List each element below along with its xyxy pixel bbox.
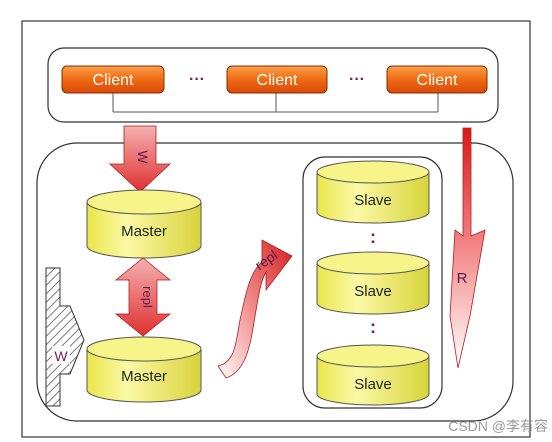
write-label: W: [54, 348, 68, 364]
slave-ellipsis: :: [370, 227, 376, 247]
client-label: Client: [257, 72, 298, 89]
write-arrow-down: W: [108, 125, 172, 193]
client-node-1: Client: [61, 65, 165, 94]
client-connector-lines: [112, 93, 439, 113]
slave-db-3: Slave: [316, 344, 430, 406]
master-label: Master: [121, 368, 167, 385]
slave-label: Slave: [354, 283, 392, 300]
write-label: W: [135, 150, 151, 164]
replication-curved-arrow: repl: [217, 239, 293, 379]
slave-db-1: Slave: [316, 160, 430, 224]
client-ellipsis: ···: [189, 71, 205, 88]
client-label: Client: [93, 72, 134, 89]
read-label: R: [457, 270, 468, 287]
slave-ellipsis: :: [370, 317, 376, 337]
master-db-primary: Master: [86, 189, 202, 259]
slave-label: Slave: [354, 376, 392, 393]
master-db-secondary: Master: [86, 336, 202, 403]
client-label: Client: [417, 72, 458, 89]
master-label: Master: [121, 223, 167, 240]
write-arrow-right: W: [45, 267, 85, 407]
client-node-3: Client: [386, 65, 488, 94]
replication-double-arrow: repl: [114, 257, 172, 337]
client-node-2: Client: [226, 65, 328, 94]
replication-label: repl: [140, 286, 155, 308]
slave-db-2: Slave: [316, 251, 430, 315]
client-ellipsis: ···: [349, 71, 365, 88]
watermark-text: CSDN @李有容: [448, 418, 548, 434]
read-arrow-up: R: [449, 127, 486, 369]
slave-label: Slave: [354, 192, 392, 209]
